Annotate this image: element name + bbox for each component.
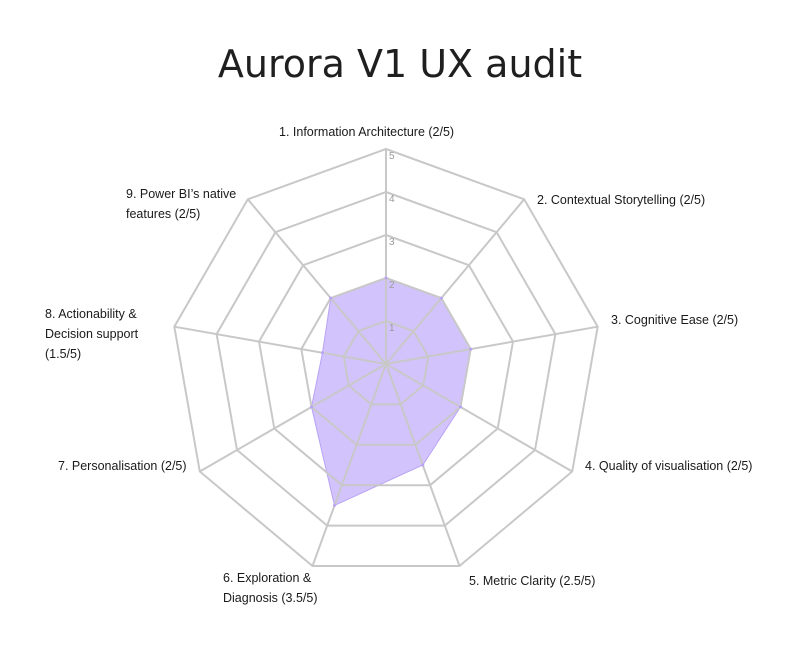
- chart-title: Aurora V1 UX audit: [217, 42, 583, 86]
- spoke-3: [385, 325, 598, 365]
- data-point-3: [469, 347, 473, 351]
- spoke-8: [174, 325, 387, 365]
- axis-label-7: 7. Personalisation (2/5): [58, 459, 187, 473]
- data-point-4: [459, 405, 462, 409]
- tick-label-1: 1: [389, 323, 395, 334]
- grid-ring-1: [342, 319, 430, 406]
- axis-label-8: 8. Actionability & Decision support (1.5…: [45, 307, 139, 361]
- data-point-5: [421, 463, 425, 467]
- grid-ring-5: [173, 147, 599, 567]
- spoke-2: [385, 198, 525, 365]
- data-point-1: [384, 276, 388, 280]
- axis-label-1: 1. Information Architecture (2/5): [279, 125, 455, 139]
- spoke-7: [199, 363, 387, 473]
- grid-ring-3: [257, 233, 515, 487]
- grid-ring-4: [215, 190, 557, 527]
- axis-label-6: 6. Exploration & Diagnosis (3.5/5): [223, 571, 318, 605]
- grid-ring-2: [300, 276, 472, 446]
- data-point-8: [321, 351, 324, 355]
- data-point-7: [310, 405, 313, 409]
- spoke-6: [311, 363, 387, 567]
- axis-label-2: 2. Contextual Storytelling (2/5): [537, 193, 706, 207]
- tick-label-5: 5: [389, 151, 395, 162]
- tick-label-4: 4: [389, 194, 395, 205]
- axis-label-9: 9. Power BI’s native features (2/5): [126, 187, 237, 221]
- data-point-2: [439, 296, 443, 300]
- tick-label-2: 2: [389, 280, 395, 291]
- axis-label-5: 5. Metric Clarity (2.5/5): [469, 574, 596, 588]
- spoke-4: [385, 363, 573, 473]
- spoke-9: [247, 198, 387, 365]
- axis-label-4: 4. Quality of visualisation (2/5): [585, 459, 753, 473]
- tick-label-3: 3: [389, 237, 395, 248]
- axis-label-3: 3. Cognitive Ease (2/5): [611, 313, 739, 327]
- data-point-9: [329, 296, 333, 300]
- data-point-6: [333, 503, 336, 507]
